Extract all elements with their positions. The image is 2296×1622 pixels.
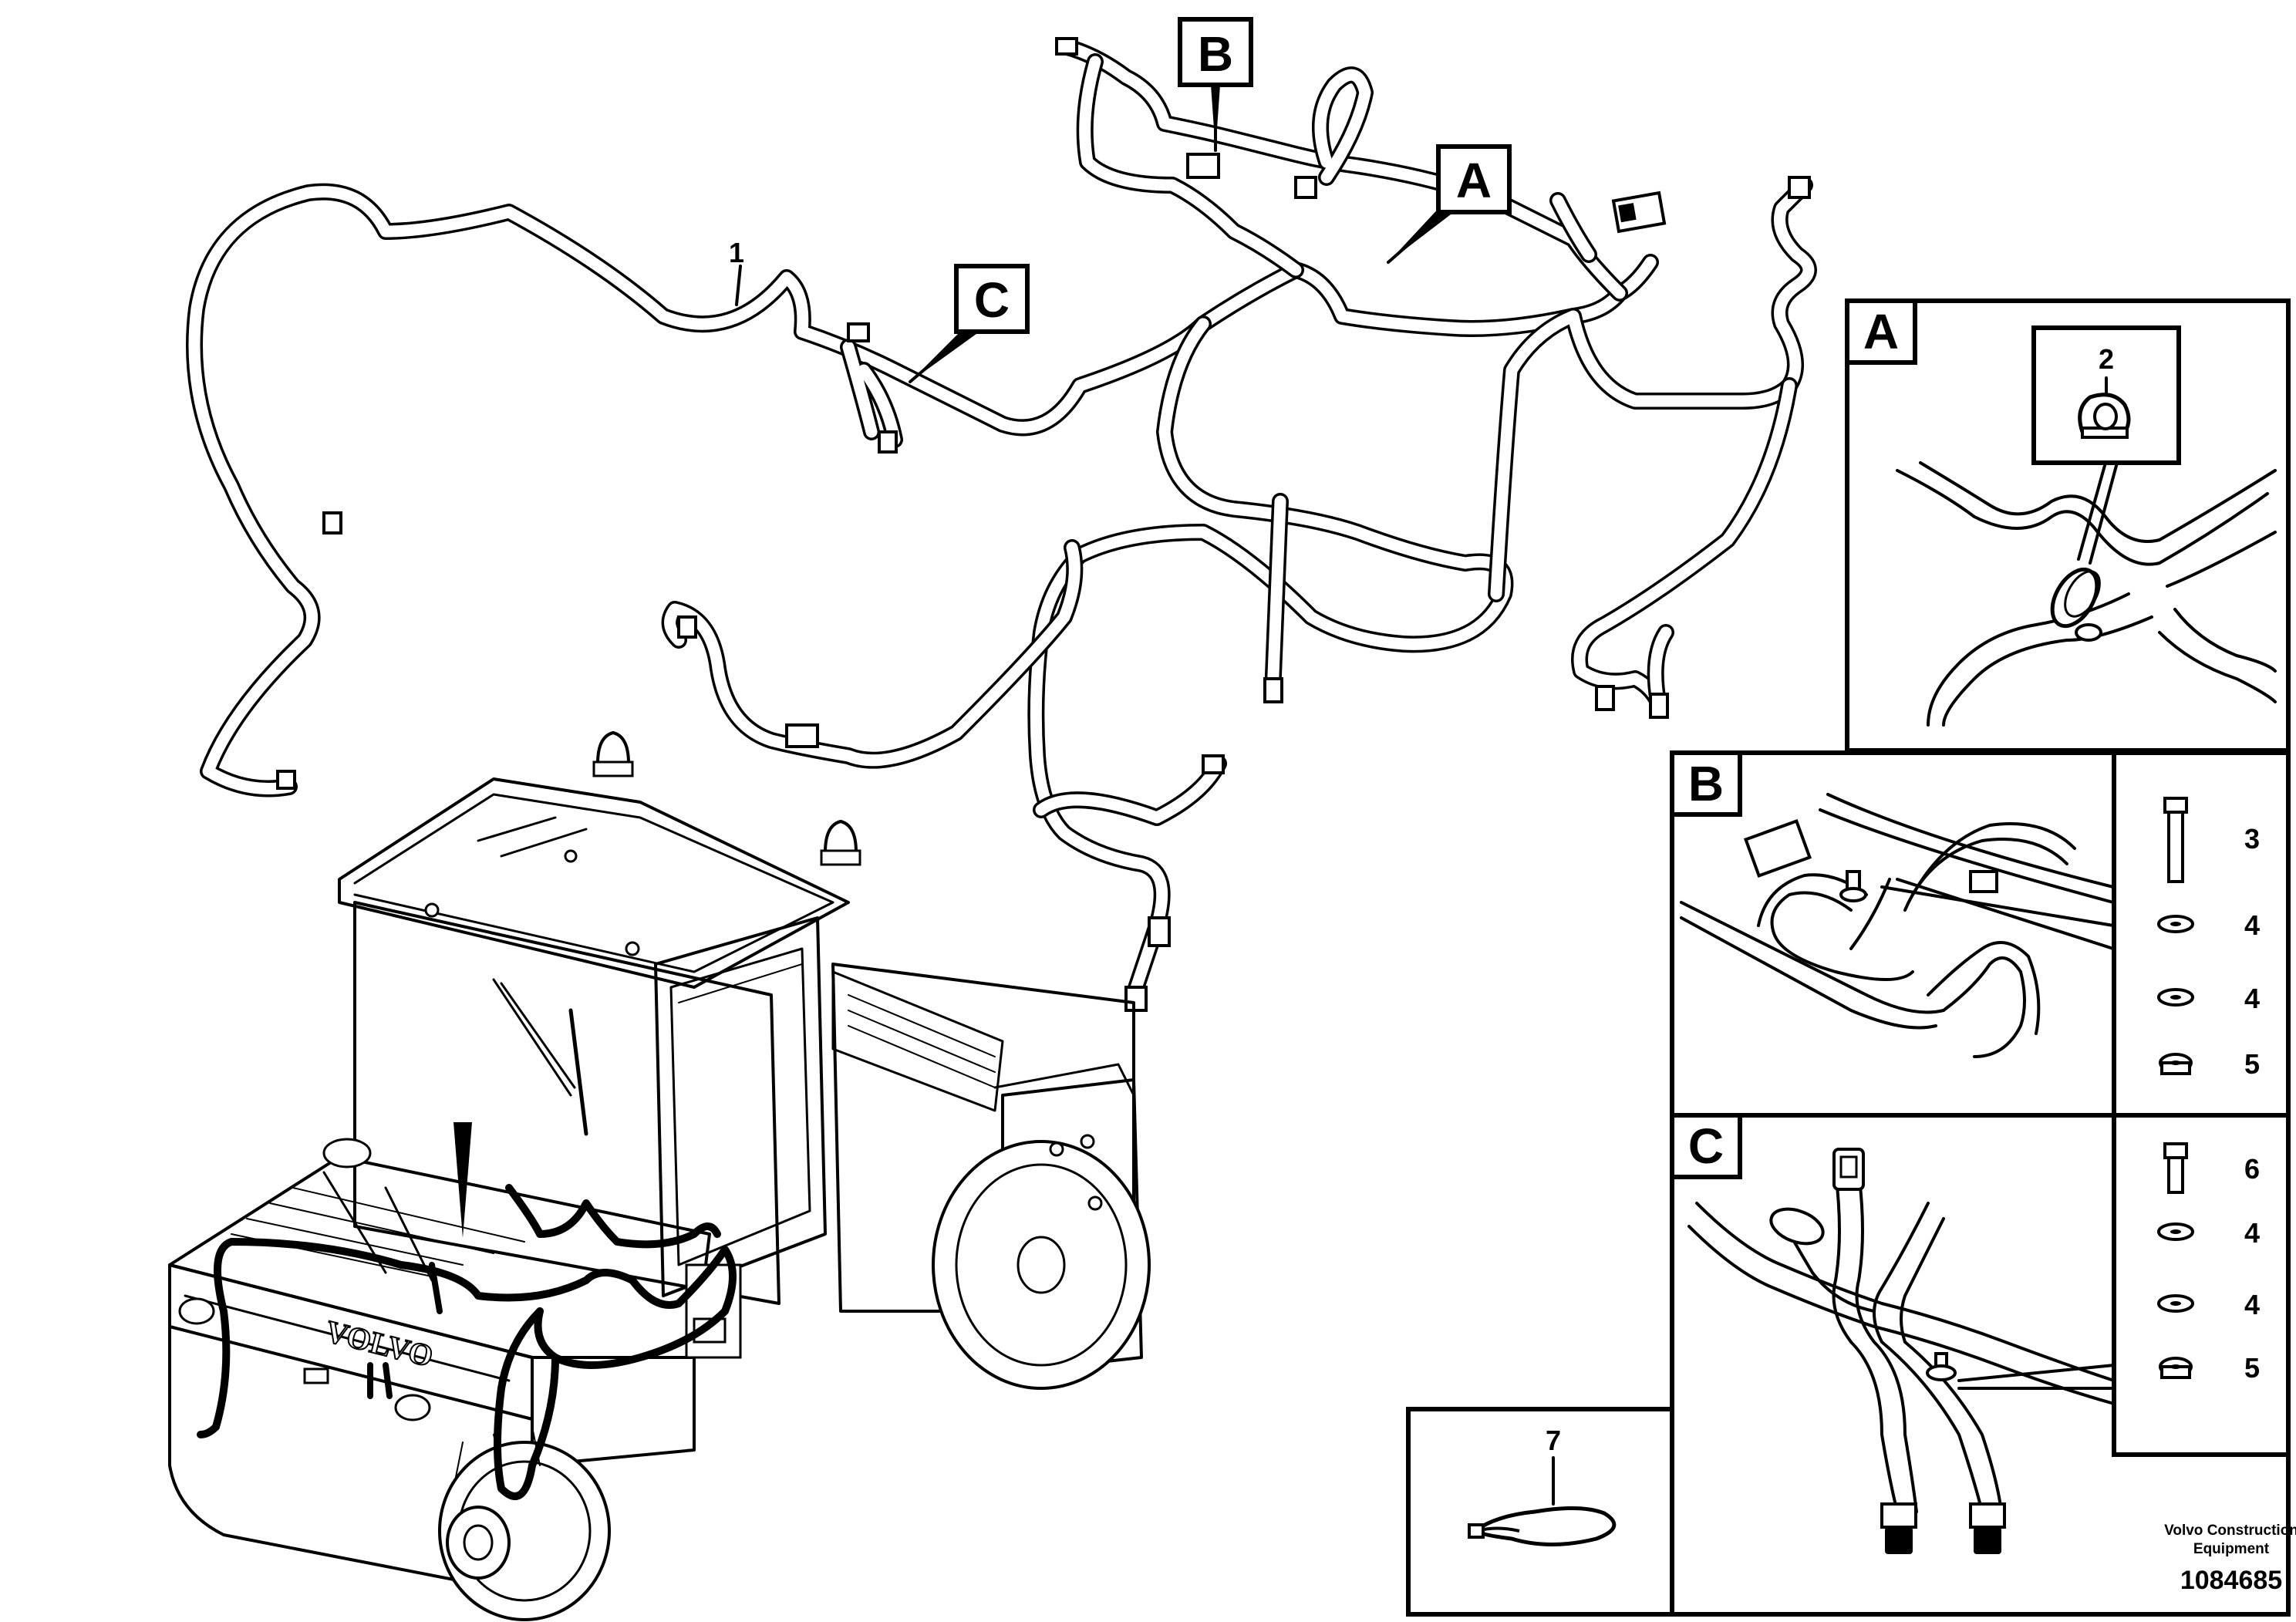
panel-b-part-nut: 5	[2244, 1048, 2260, 1080]
callout-label-b: B	[1198, 26, 1233, 82]
panel-a-title: A	[1863, 304, 1899, 359]
location-arrow	[453, 1122, 472, 1238]
compactor-machine-illustration: VOLVO	[168, 730, 1151, 1621]
callout-label-c: C	[974, 272, 1010, 328]
panel-b-part-washer-1: 4	[2244, 909, 2260, 941]
document-number: 1084685	[2180, 1566, 2282, 1595]
detail-panel-cable-tie	[1406, 1407, 1674, 1617]
callout-number-harness: 1	[729, 237, 744, 268]
panel-b-title: B	[1688, 756, 1724, 811]
callout-box-c	[954, 264, 1030, 334]
panel-c-part-bolt: 6	[2244, 1153, 2260, 1185]
panel-a-part-2: 2	[2099, 343, 2114, 375]
panel-tie-part-7: 7	[1546, 1425, 1561, 1456]
panel-c-part-washer-1: 4	[2244, 1217, 2260, 1249]
detail-panel-b	[1670, 750, 2291, 1118]
callout-label-a: A	[1456, 153, 1492, 208]
callout-leaders	[735, 83, 1454, 383]
brand-lettering: VOLVO	[322, 1313, 437, 1374]
credit-line-1: Volvo Construction	[2164, 1523, 2296, 1539]
panel-b-part-washer-2: 4	[2244, 983, 2260, 1014]
detail-panel-a	[1845, 298, 2291, 753]
panel-c-title: C	[1688, 1118, 1724, 1174]
detail-panel-c	[1670, 1113, 2291, 1617]
panel-c-part-washer-2: 4	[2244, 1289, 2260, 1320]
callout-box-a	[1436, 144, 1512, 214]
credit-line-2: Equipment	[2193, 1541, 2270, 1557]
wiring-harness-illustration	[186, 37, 1817, 1012]
callout-box-b	[1178, 17, 1253, 87]
panel-b-part-bolt: 3	[2244, 823, 2260, 855]
panel-c-part-nut: 5	[2244, 1352, 2260, 1384]
